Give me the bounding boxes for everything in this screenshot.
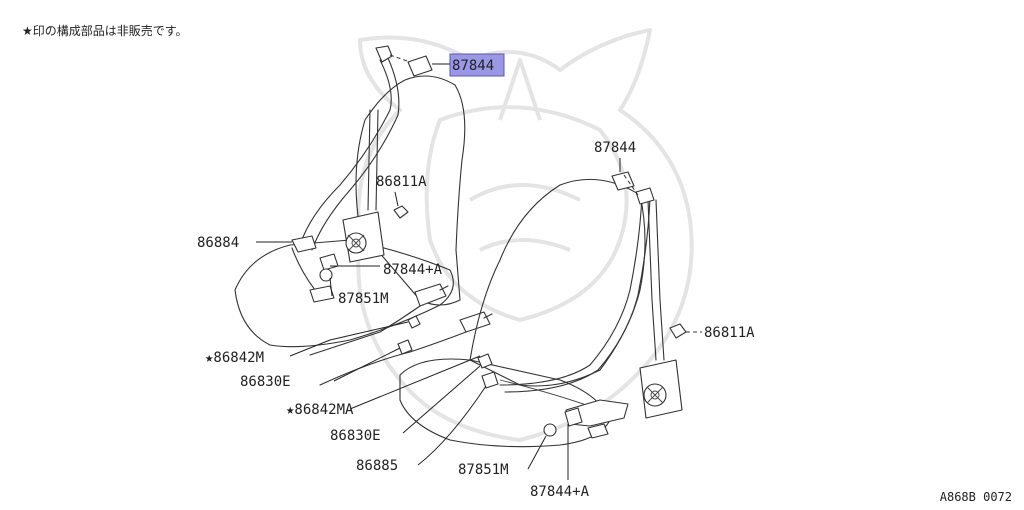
right-clip-86885 — [481, 371, 499, 389]
label-86884: 86884 — [197, 235, 239, 251]
label-87844A-right: 87844+A — [530, 484, 590, 500]
right-upper-cover — [611, 171, 635, 191]
right-seat-cushion — [399, 358, 611, 448]
highlight-87844 — [449, 53, 505, 77]
label-86885: 86885 — [356, 458, 398, 474]
left-upper-cover — [407, 55, 433, 77]
label-86842MA: ★86842MA — [286, 402, 354, 418]
label-86830E-left: 86830E — [240, 374, 291, 390]
left-upper-anchor — [375, 45, 393, 63]
diagram-code: A868B 0072 — [939, 490, 1012, 504]
left-cover-87844A — [319, 253, 339, 271]
left-buckle-86842MA — [319, 311, 493, 386]
right-floor-anchor — [587, 423, 609, 439]
right-belt — [499, 187, 665, 393]
label-86811A-right: 86811A — [704, 325, 755, 341]
left-bolt — [393, 205, 409, 219]
label-87844A-left: 87844+A — [383, 262, 443, 278]
left-seat — [234, 75, 466, 348]
label-86811A-left: 86811A — [376, 174, 427, 190]
left-guide-86884 — [291, 235, 317, 253]
left-seat-back — [355, 75, 466, 306]
right-cover-87844A — [564, 407, 583, 427]
right-retractor — [639, 359, 683, 419]
label-86830E-right: 86830E — [330, 428, 381, 444]
left-retractor — [342, 211, 385, 263]
left-seat-cushion — [234, 239, 454, 348]
left-cap-87851M — [319, 268, 333, 282]
right-seat-back — [469, 178, 646, 387]
label-87851M-left: 87851M — [338, 291, 389, 307]
right-clip-86830E — [477, 353, 493, 369]
left-belt — [291, 45, 400, 299]
right-upper-anchor — [635, 187, 655, 205]
label-87844-top: 87844 — [452, 58, 494, 74]
left-floor-anchor — [309, 285, 335, 303]
left-buckle-86842M — [309, 283, 449, 356]
label-86842M: ★86842M — [205, 350, 264, 366]
label-87851M-right: 87851M — [458, 462, 509, 478]
right-cap-87851M — [543, 423, 557, 437]
non-sale-note: ★印の構成部品は非販売です。 — [22, 24, 188, 38]
label-87844-right: 87844 — [594, 140, 636, 156]
